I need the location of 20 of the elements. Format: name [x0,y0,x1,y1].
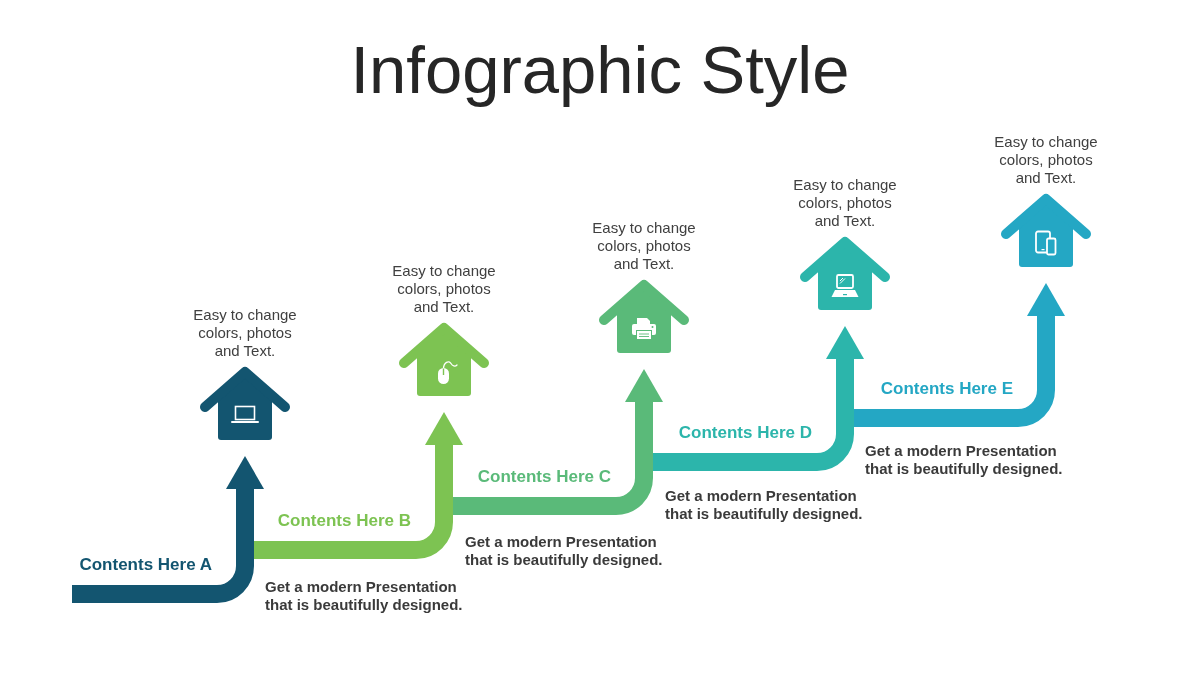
flow-arrow [254,412,463,559]
description-text: Get a modern Presentation that is beautifully designed. [465,533,664,569]
description-text: Get a modern Presentation that is beautifully designed. [665,487,864,523]
caption-text: Easy to change colors, photos and Text. [192,306,298,360]
caption-text: Easy to change colors, photos and Text. [391,262,497,316]
caption-text: Easy to change colors, photos and Text. [591,219,697,273]
flow-arrow [854,283,1065,427]
flow-arrow [653,326,864,471]
flow-arrow [453,369,663,515]
edge-label: Contents Here B [277,510,411,532]
flow-arrow [72,456,264,603]
title: Infographic Style [350,31,850,108]
description-text: Get a modern Presentation that is beautifully designed. [865,442,1064,478]
edge-label: Contents Here D [678,422,812,444]
edge-label: Contents Here C [477,466,611,488]
caption-text: Easy to change colors, photos and Text. [993,133,1099,187]
caption-text: Easy to change colors, photos and Text. [792,176,898,230]
description-text: Get a modern Presentation that is beautifully designed. [265,578,464,614]
edge-label: Contents Here E [880,378,1013,400]
edge-label: Contents Here A [79,554,212,576]
